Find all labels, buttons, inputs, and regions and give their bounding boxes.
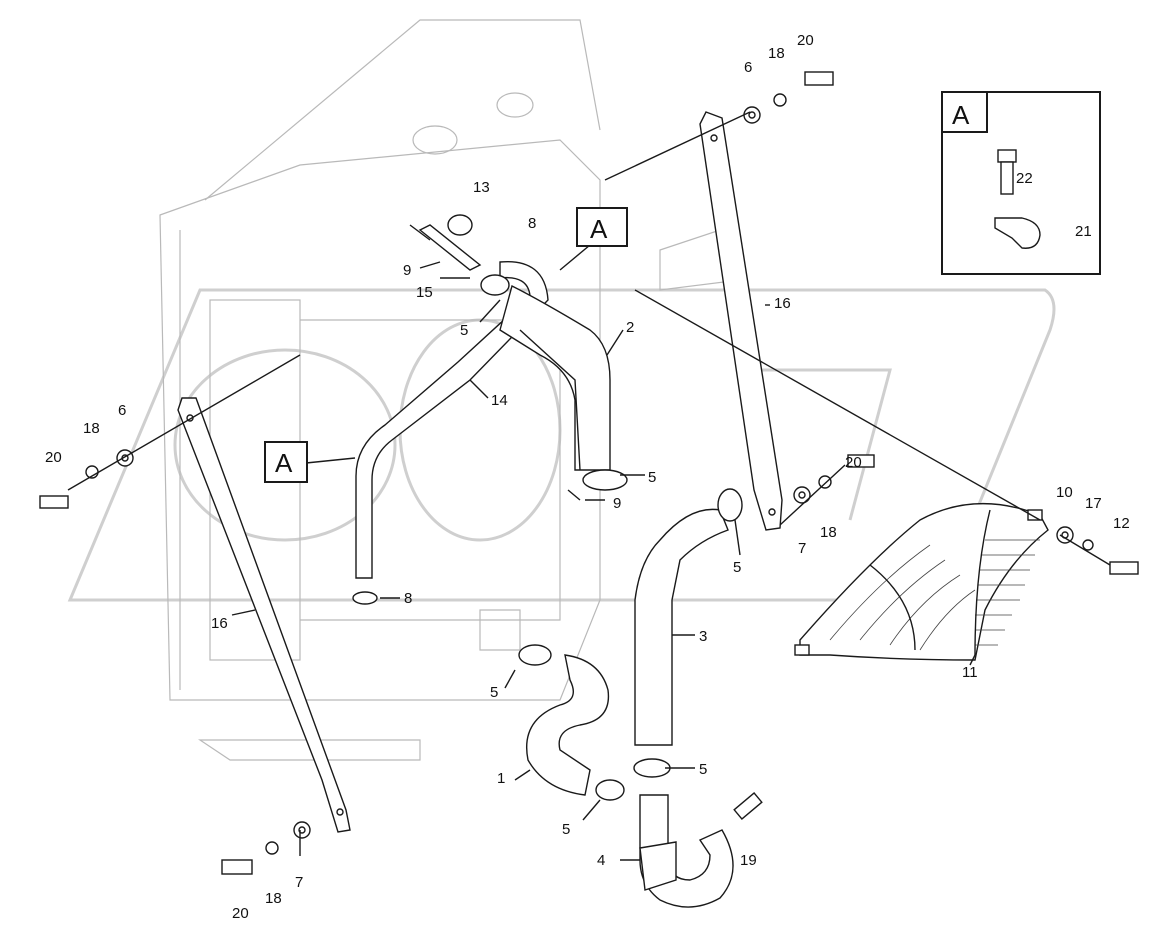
callout-20: 20 [45, 449, 62, 466]
detail-a-tag-mid [576, 207, 628, 247]
clamp-8 [352, 591, 378, 605]
callout-16: 16 [211, 615, 228, 632]
fastener-set-mid-right [793, 454, 875, 504]
detail-a-tag-left-label: A [275, 448, 293, 478]
callout-18: 18 [820, 524, 837, 541]
callout-10: 10 [1056, 484, 1073, 501]
callout-13: 13 [473, 179, 490, 196]
clip-9 [409, 224, 581, 501]
callout-18: 18 [768, 45, 785, 62]
callout-7: 7 [798, 540, 806, 557]
callout-4: 4 [597, 852, 605, 869]
cap-13 [447, 214, 473, 236]
pipe-4 [639, 794, 734, 908]
hose-3 [634, 508, 729, 746]
callout-20: 20 [845, 454, 862, 471]
fan-guard-11 [794, 503, 1049, 661]
callout-14: 14 [491, 392, 508, 409]
callout-3: 3 [699, 628, 707, 645]
callout-6: 6 [118, 402, 126, 419]
callout-9: 9 [613, 495, 621, 512]
detail-a-box-label: A [952, 100, 970, 130]
fastener-set-far-right [1056, 526, 1139, 575]
callout-8: 8 [528, 215, 536, 232]
detail-a-tag-left [264, 441, 308, 483]
clamp-5 [480, 274, 743, 801]
callout-20: 20 [797, 32, 814, 49]
fastener-set-top [743, 71, 834, 124]
callout-5: 5 [460, 322, 468, 339]
callout-1: 1 [497, 770, 505, 787]
callout-18: 18 [265, 890, 282, 907]
fastener-set-bottom [221, 821, 311, 875]
callout-15: 15 [416, 284, 433, 301]
pipe-14 [355, 260, 549, 579]
callout-5: 5 [699, 761, 707, 778]
callout-5: 5 [562, 821, 570, 838]
callout-5: 5 [490, 684, 498, 701]
callout-5: 5 [733, 559, 741, 576]
detail-a-box [941, 91, 1101, 275]
callout-22: 22 [1016, 170, 1033, 187]
callout-11: 11 [962, 664, 978, 681]
callout-7: 7 [295, 874, 303, 891]
callout-12: 12 [1113, 515, 1130, 532]
callout-9: 9 [403, 262, 411, 279]
callout-5: 5 [648, 469, 656, 486]
callout-18: 18 [83, 420, 100, 437]
bolt-19 [733, 792, 763, 820]
callout-16: 16 [774, 295, 791, 312]
callout-19: 19 [740, 852, 757, 869]
callout-20: 20 [232, 905, 249, 922]
hose-2 [499, 284, 611, 471]
bracket-16-right [699, 111, 783, 531]
callout-21: 21 [1075, 223, 1092, 240]
leader-lines [67, 111, 1111, 861]
callout-17: 17 [1085, 495, 1102, 512]
callout-2: 2 [626, 319, 634, 336]
callout-6: 6 [744, 59, 752, 76]
callout-8: 8 [404, 590, 412, 607]
pipe-15 [418, 224, 482, 271]
hose-1 [526, 654, 610, 796]
detail-a-tag-mid-label: A [590, 214, 608, 244]
